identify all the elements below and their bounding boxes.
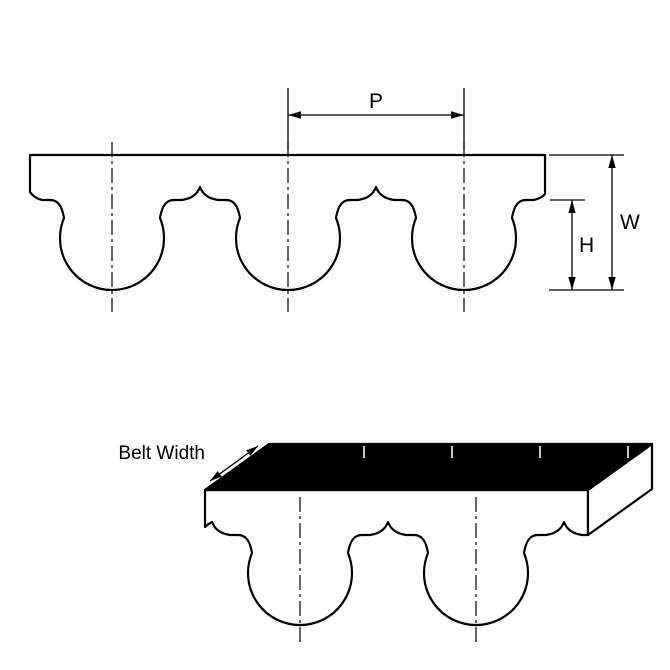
arrowhead-top: [568, 200, 576, 213]
arrowhead-bottom: [568, 277, 576, 290]
belt-end-face: [586, 442, 654, 537]
thickness-dimension: W: [549, 154, 640, 291]
tooth-height-label: H: [579, 234, 594, 257]
pitch-dimension: P: [287, 88, 465, 150]
thickness-label: W: [620, 211, 640, 234]
tooth-height-dimension: H: [550, 199, 594, 290]
arrowhead-right: [451, 111, 464, 119]
arrowhead-top: [608, 155, 616, 168]
belt-width-annotation: Belt Width: [118, 443, 259, 482]
arrowhead-bottom: [608, 277, 616, 290]
arrowhead-upper: [246, 446, 258, 456]
belt-front-profile: [203, 488, 590, 627]
arrowhead-lower: [210, 471, 222, 481]
arrowhead-left: [288, 111, 301, 119]
belt-top-face: [203, 442, 654, 492]
profile-view: P W H: [28, 88, 640, 312]
top-face-ticks: [363, 446, 629, 458]
belt-width-label: Belt Width: [118, 443, 205, 464]
isometric-view: Belt Width: [118, 442, 654, 642]
pitch-label: P: [369, 90, 383, 113]
